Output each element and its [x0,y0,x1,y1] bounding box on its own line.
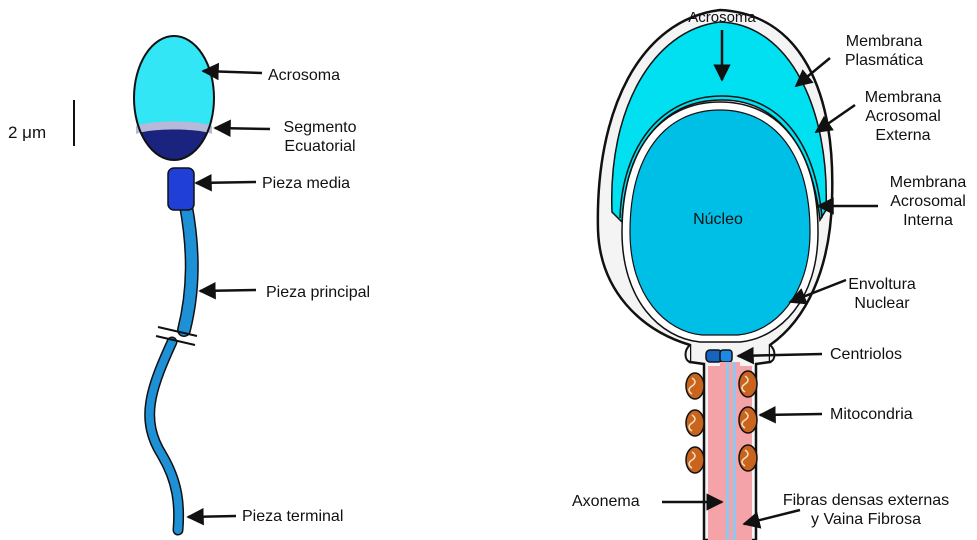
label-segmento: Segmento Ecuatorial [284,118,357,156]
label-nucleo: Núcleo [693,210,743,229]
right-cell [598,10,832,540]
label-axonema: Axonema [572,492,640,511]
left-sperm [134,36,214,530]
label-acrosoma-left: Acrosoma [268,66,340,85]
axoneme-core [720,362,740,540]
label-fibras: Fibras densas externas y Vaina Fibrosa [783,491,949,529]
midpiece [168,168,194,210]
centriole [720,350,732,362]
label-envoltura: Envoltura Nuclear [848,275,916,313]
axoneme-line [726,362,729,540]
label-membrana-interna: Membrana Acrosomal Interna [890,173,966,230]
label-pieza-media: Pieza media [262,174,350,193]
sperm-head [134,36,214,160]
label-mitocondria: Mitocondria [830,405,913,424]
label-membrana-externa: Membrana Acrosomal Externa [865,88,941,145]
label-pieza-terminal: Pieza terminal [242,507,343,526]
label-membrana-plasmatica: Membrana Plasmática [845,32,923,70]
dense-fiber [708,366,720,540]
scale-label: 2 μm [8,123,46,142]
axoneme-line [733,362,736,540]
label-pieza-principal: Pieza principal [266,283,370,302]
label-centriolos: Centriolos [830,345,902,364]
label-acrosoma-right: Acrosoma [688,8,756,27]
